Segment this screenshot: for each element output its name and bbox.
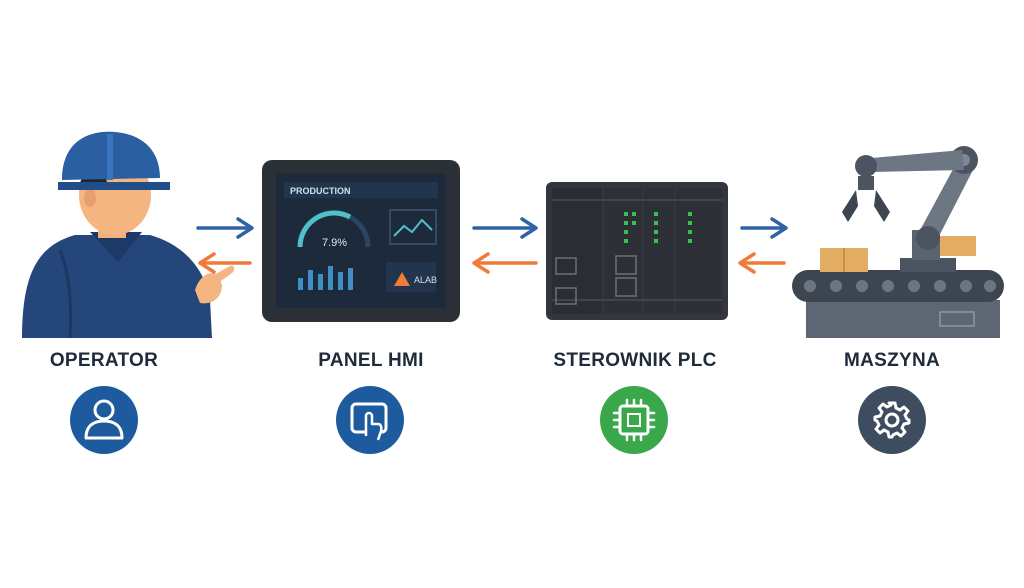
hmi-panel-illustration: PRODUCTION 7.9% ALAB: [262, 160, 460, 322]
hmi-alarm-text: ALAB: [414, 275, 437, 285]
arrow-hmi-to-plc: [472, 217, 538, 239]
stage-label-plc: STEROWNIK PLC: [553, 350, 717, 371]
arrow-operator-to-hmi: [196, 217, 254, 239]
machine-illustration: [792, 146, 1004, 338]
plc-illustration: [546, 182, 728, 320]
operator-illustration: [22, 131, 235, 339]
arrow-machine-to-plc: [738, 252, 786, 274]
arrow-plc-to-machine: [740, 217, 788, 239]
hmi-screen-title: PRODUCTION: [290, 186, 351, 196]
touch-screen-icon: [336, 386, 404, 454]
hmi-gauge-value: 7.9%: [322, 237, 347, 249]
chip-icon: [600, 386, 668, 454]
arrow-plc-to-hmi: [472, 252, 538, 274]
stage-label-operator: OPERATOR: [49, 350, 159, 371]
stage-label-hmi: PANEL HMI: [318, 350, 424, 371]
arrow-hmi-to-operator: [198, 252, 252, 274]
stage-label-machine: MASZYNA: [843, 350, 941, 371]
user-icon: [70, 386, 138, 454]
gear-icon: [858, 386, 926, 454]
